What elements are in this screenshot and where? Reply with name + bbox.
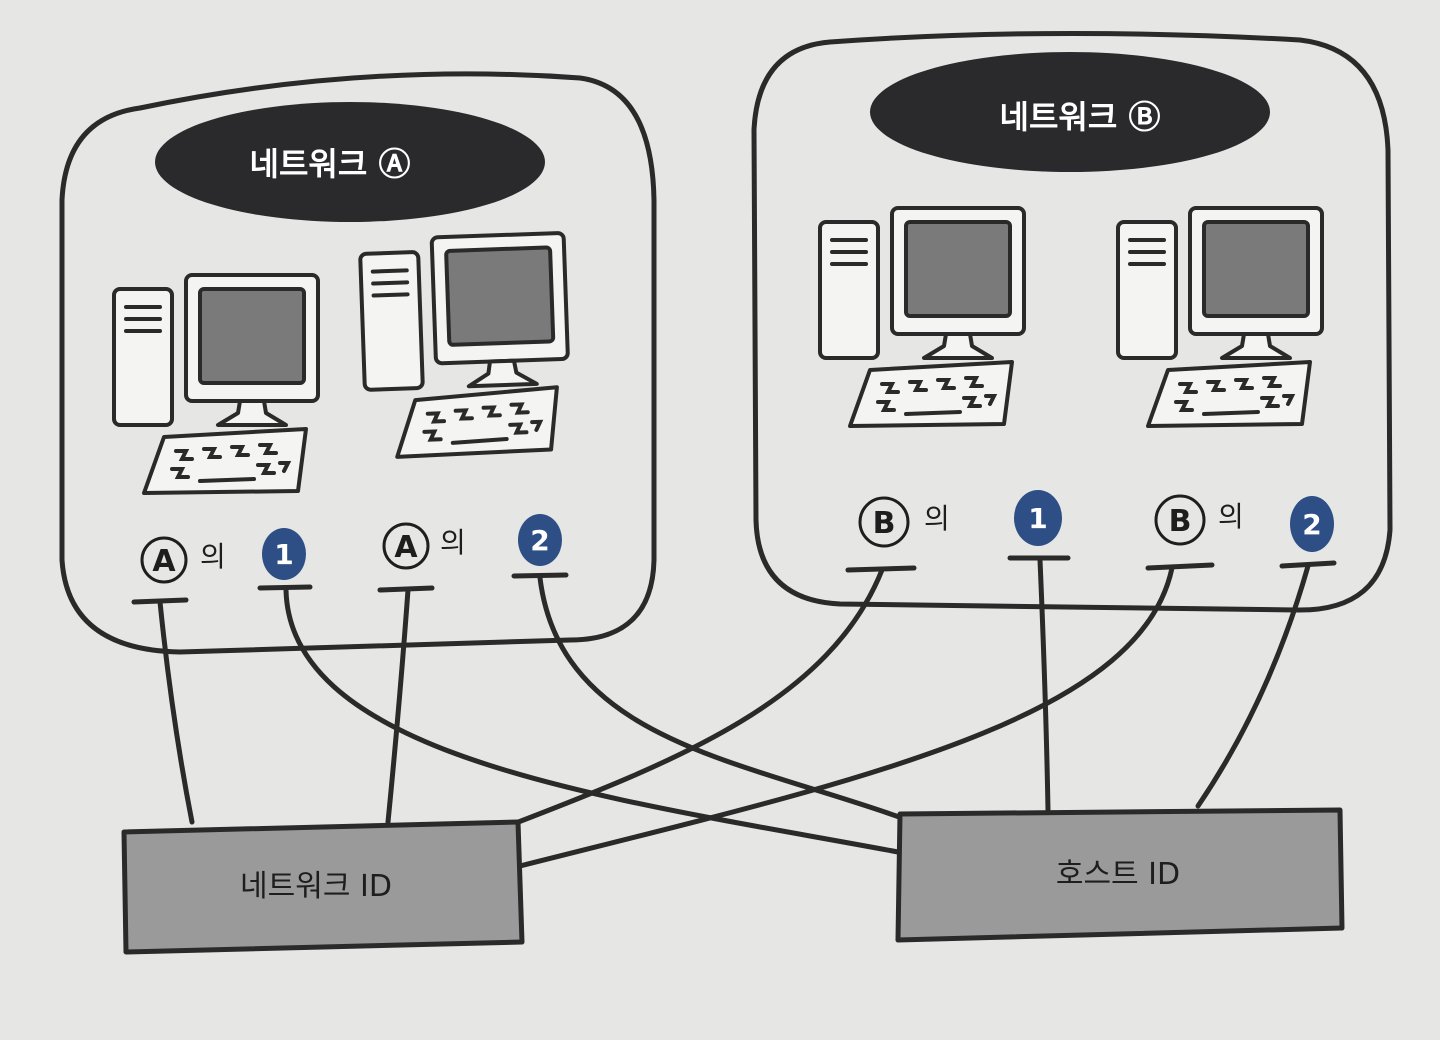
host-b1-label: B 의 1 [858,490,1062,548]
network-a-title-oval [155,102,545,222]
host-number-badge [1290,496,1334,552]
label-ticks [131,555,1337,605]
host-a1-label: A 의 1 [140,528,306,584]
possessive-suffix: 의 [1218,500,1244,533]
network-b-boundary [751,30,1393,613]
host-a2-label: A 의 2 [382,514,562,570]
network-id-label: 네트워크 ID [240,869,392,904]
line-b2-host [1195,563,1311,809]
network-a-title: 네트워크 Ⓐ [250,145,411,183]
host-b2-label: B 의 2 [1154,494,1334,552]
network-b-region: 네트워크 Ⓑ B 의 1 B 의 2 [751,30,1393,613]
possessive-suffix: 의 [440,526,466,559]
line-a1-network [157,599,195,825]
host-number-badge [262,528,306,580]
network-letter: B [873,506,896,541]
computer-a1 [112,273,320,495]
network-a-region: 네트워크 Ⓐ A 의 1 A 의 2 [59,71,657,655]
host-id-box: 호스트 ID [895,807,1345,943]
line-b1-network [505,567,885,829]
host-number: 1 [274,538,293,571]
line-a2-host [537,575,905,821]
network-letter: A [152,544,176,579]
possessive-suffix: 의 [200,540,226,573]
connection-lines [157,557,1311,869]
computer-b2 [1116,206,1324,428]
network-id-box: 네트워크 ID [121,819,525,955]
host-number: 2 [1302,508,1321,541]
host-number: 2 [530,524,549,557]
possessive-suffix: 의 [924,502,950,535]
network-letter: A [394,530,418,565]
network-a-circle-badge [140,536,188,584]
host-number-badge [518,514,562,566]
network-b-title: 네트워크 Ⓑ [1000,98,1161,136]
computer-a2 [360,233,571,458]
line-b1-host [1037,557,1051,813]
host-number-badge [1014,490,1062,546]
network-b-circle-badge [1154,494,1206,546]
line-b2-network [517,565,1175,869]
computer-b1 [818,206,1026,428]
host-number: 1 [1028,502,1047,535]
line-a1-host [283,587,901,855]
network-a-circle-badge [382,522,430,570]
line-a2-network [385,587,411,825]
host-id-label: 호스트 ID [1056,857,1180,892]
network-b-title-oval [870,52,1270,172]
network-letter: B [1169,504,1192,539]
network-b-circle-badge [858,496,910,548]
network-a-boundary [59,71,657,655]
